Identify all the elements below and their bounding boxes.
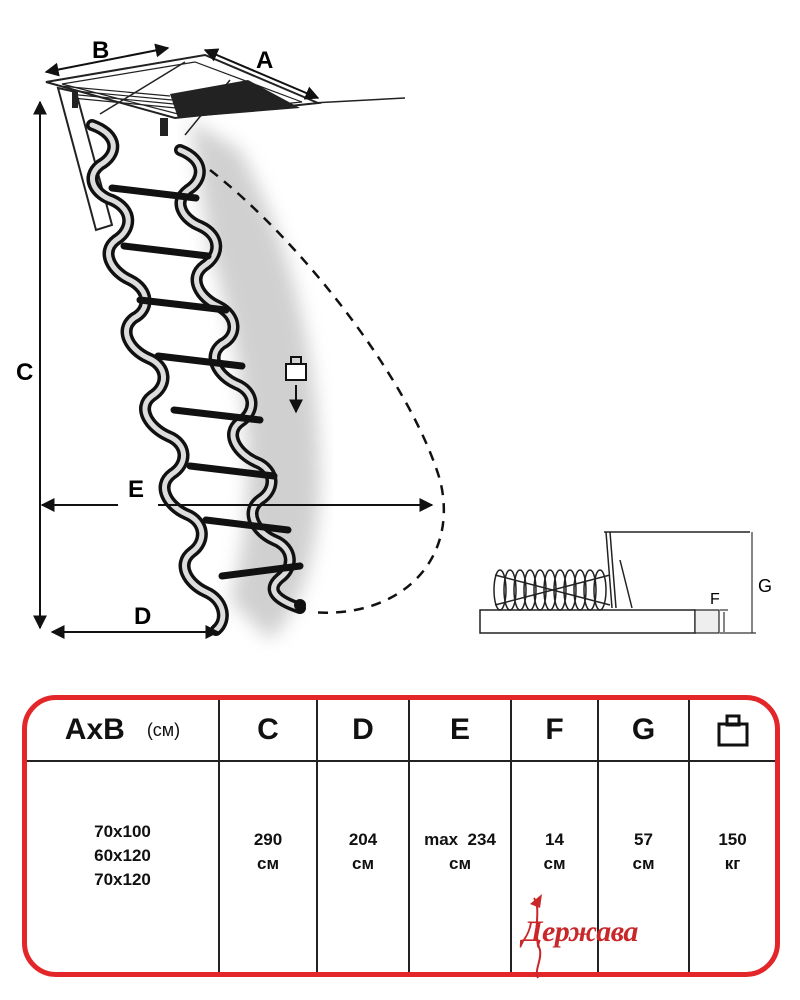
load-icon <box>285 356 307 414</box>
sizes-cell: 70x100 60x120 70x120 <box>27 820 218 892</box>
size-value: 60x120 <box>94 846 151 865</box>
header-g: G <box>631 713 656 746</box>
watermark-text: Держава <box>522 915 638 948</box>
header-ab: AxB (см) <box>27 700 218 760</box>
column-e: E max 234 см <box>410 700 512 972</box>
label-a: A <box>256 47 273 74</box>
column-d: D 204 см <box>318 700 410 972</box>
f-cell: 14 см <box>512 828 597 876</box>
label-f: F <box>710 591 720 608</box>
header-e: E <box>449 713 470 746</box>
column-g: G 57 см <box>599 700 690 972</box>
label-b: B <box>92 37 109 64</box>
size-value: 70x120 <box>94 870 151 889</box>
column-ab: AxB (см) 70x100 60x120 70x120 <box>27 700 220 972</box>
header-ab-unit: (см) <box>146 719 181 740</box>
swing-arc <box>209 169 446 614</box>
header-weight <box>690 700 775 760</box>
scissor-ladder <box>86 119 306 636</box>
header-c: C <box>257 713 279 746</box>
column-weight: 150 кг <box>690 700 775 972</box>
dimension-lines <box>33 43 434 639</box>
column-c: C 290 см <box>220 700 318 972</box>
label-e: E <box>128 476 144 503</box>
label-g: G <box>758 576 772 596</box>
header-ab-label: AxB <box>64 713 125 746</box>
e-value: max 234 <box>424 830 496 849</box>
header-divider <box>27 760 775 762</box>
header-d: D <box>352 713 374 746</box>
label-d: D <box>134 603 151 630</box>
ladder-diagram: B A C E D <box>16 37 772 640</box>
watermark-logo <box>530 894 542 979</box>
weight-cell: 150 кг <box>690 828 775 876</box>
e-cell: max 234 см <box>410 828 510 876</box>
size-value: 70x100 <box>94 822 151 841</box>
label-c: C <box>16 359 33 386</box>
column-f: F 14 см <box>512 700 599 972</box>
d-value: 204 <box>348 830 378 849</box>
folded-ladder-view: G F <box>479 531 772 634</box>
c-value: 290 <box>253 830 283 849</box>
header-f: F <box>545 713 564 746</box>
f-value: 14 <box>545 830 564 849</box>
g-unit: см <box>632 854 655 873</box>
d-cell: 204 см <box>318 828 408 876</box>
weight-value: 150 <box>718 830 747 849</box>
c-unit: см <box>256 854 280 873</box>
d-unit: см <box>351 854 375 873</box>
weight-icon <box>717 714 748 747</box>
c-cell: 290 см <box>220 828 316 876</box>
weight-unit: кг <box>724 854 741 873</box>
e-unit: см <box>448 854 472 873</box>
f-unit: см <box>543 854 566 873</box>
g-cell: 57 см <box>599 828 688 876</box>
g-value: 57 <box>634 830 653 849</box>
spec-table: AxB (см) 70x100 60x120 70x120 C 290 см D… <box>22 695 780 977</box>
